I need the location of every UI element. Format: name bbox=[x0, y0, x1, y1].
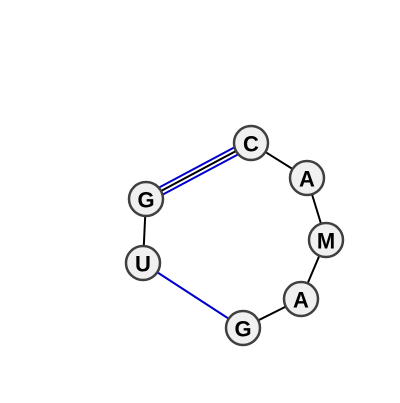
nucleotide-circle bbox=[288, 159, 326, 197]
nucleotide-circle bbox=[282, 280, 320, 318]
nucleotide-a2: A bbox=[282, 280, 320, 318]
nucleotide-circle bbox=[124, 244, 162, 282]
nucleotide-label: G bbox=[234, 317, 251, 342]
nucleotide-label: C bbox=[243, 132, 259, 157]
nucleotide-g1: G bbox=[224, 309, 262, 347]
nucleotide-m: M bbox=[307, 221, 345, 259]
nucleotide-label: M bbox=[317, 229, 335, 254]
nodes-layer: C A M A G U G bbox=[124, 124, 345, 347]
nucleotide-a1: A bbox=[288, 159, 326, 197]
base-pair-u-g1 bbox=[142, 262, 244, 329]
nucleotide-circle bbox=[127, 180, 165, 218]
nucleotide-g2: G bbox=[127, 180, 165, 218]
nucleotide-circle bbox=[232, 124, 270, 162]
nucleotide-u: U bbox=[124, 244, 162, 282]
nucleotide-label: A bbox=[293, 288, 309, 313]
base-pair-g2-c-strand-1 bbox=[143, 138, 250, 197]
base-pair-g2-c-strand-3 bbox=[147, 145, 254, 204]
nucleotide-label: A bbox=[299, 167, 315, 192]
nucleotide-circle bbox=[224, 309, 262, 347]
nucleotide-label: U bbox=[135, 252, 151, 277]
nucleotide-c: C bbox=[232, 124, 270, 162]
base-pair-g2-c bbox=[143, 138, 254, 204]
nucleotide-circle bbox=[307, 221, 345, 259]
nucleotide-label: G bbox=[137, 188, 154, 213]
base-pair-g2-c-strand-2 bbox=[145, 142, 252, 200]
